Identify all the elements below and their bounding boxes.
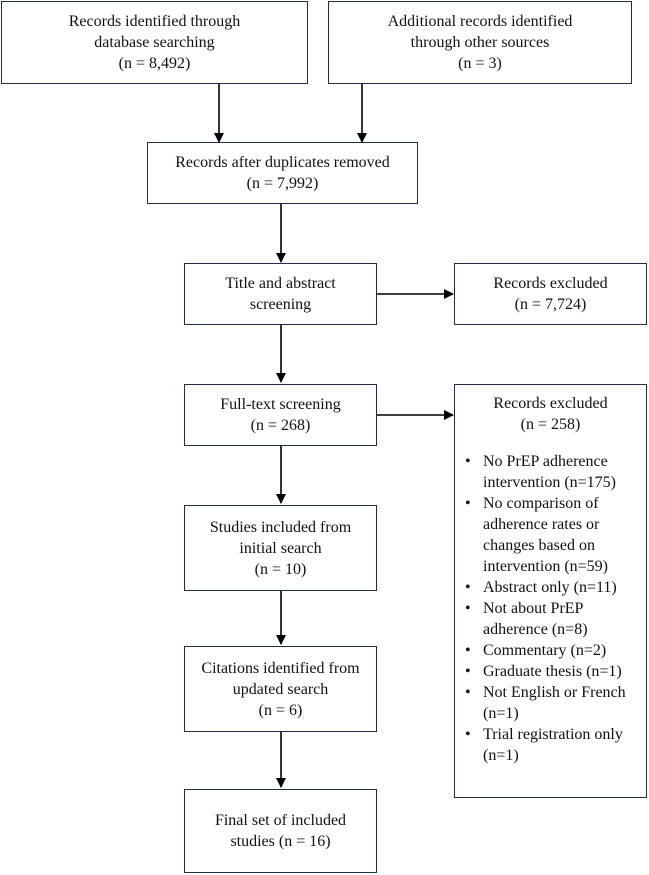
excluded-1-count: (n = 7,724) (514, 296, 587, 313)
fulltext-box: Full-text screening (n = 268) (184, 384, 377, 446)
exclusion-reason: Abstract only (n=11) (465, 577, 640, 598)
final-line-2: studies (n = 16) (230, 833, 331, 850)
dedup-box: Records after duplicates removed (n = 7,… (147, 142, 418, 204)
exclusion-reason: Graduate thesis (n=1) (465, 661, 640, 682)
exclusion-reasons-list: No PrEP adherence intervention (n=175) N… (455, 451, 646, 766)
excluded-2-count: (n = 258) (520, 416, 581, 433)
title-abstract-line-2: screening (249, 296, 312, 313)
updated-search-box: Citations identified from updated search… (184, 646, 377, 732)
other-sources-line-2: through other sources (410, 34, 550, 51)
db-search-count: (n = 8,492) (118, 55, 191, 72)
updated-search-line-2: updated search (232, 680, 329, 698)
final-line-1: Final set of included (214, 812, 347, 829)
dedup-count: (n = 7,992) (246, 175, 319, 192)
excluded-2-box: Records excluded (n = 258) No PrEP adher… (454, 384, 647, 798)
exclusion-reason: Not about PrEP adherence (n=8) (465, 598, 640, 640)
excluded-1-label: Records excluded (493, 275, 608, 292)
exclusion-reason: No comparison of adherence rates or chan… (465, 493, 640, 577)
dedup-line-1: Records after duplicates removed (175, 154, 390, 171)
exclusion-reason: Not English or French (n=1) (465, 682, 640, 724)
updated-search-line-1: Citations identified from (201, 659, 360, 677)
updated-search-count: (n = 6) (258, 701, 303, 719)
title-abstract-line-1: Title and abstract (225, 275, 336, 292)
other-sources-box: Additional records identified through ot… (328, 1, 632, 84)
exclusion-reason: Commentary (n=2) (465, 640, 640, 661)
initial-included-count: (n = 10) (254, 560, 307, 578)
initial-included-line-2: initial search (239, 539, 322, 557)
exclusion-reason: Trial registration only (n=1) (465, 724, 640, 766)
db-search-box: Records identified through database sear… (1, 1, 308, 84)
initial-included-line-1: Studies included from (209, 518, 352, 536)
other-sources-count: (n = 3) (458, 55, 502, 72)
initial-included-box: Studies included from initial search (n … (184, 505, 377, 591)
excluded-2-label: Records excluded (493, 395, 608, 412)
excluded-1-box: Records excluded (n = 7,724) (454, 263, 647, 325)
title-abstract-box: Title and abstract screening (184, 263, 377, 325)
db-search-line-1: Records identified through (68, 13, 241, 30)
db-search-line-2: database searching (94, 34, 215, 51)
fulltext-count: (n = 268) (250, 417, 311, 434)
exclusion-reason: No PrEP adherence intervention (n=175) (465, 451, 640, 493)
fulltext-line-1: Full-text screening (220, 396, 341, 413)
other-sources-line-1: Additional records identified (387, 13, 573, 30)
final-box: Final set of included studies (n = 16) (184, 789, 377, 873)
